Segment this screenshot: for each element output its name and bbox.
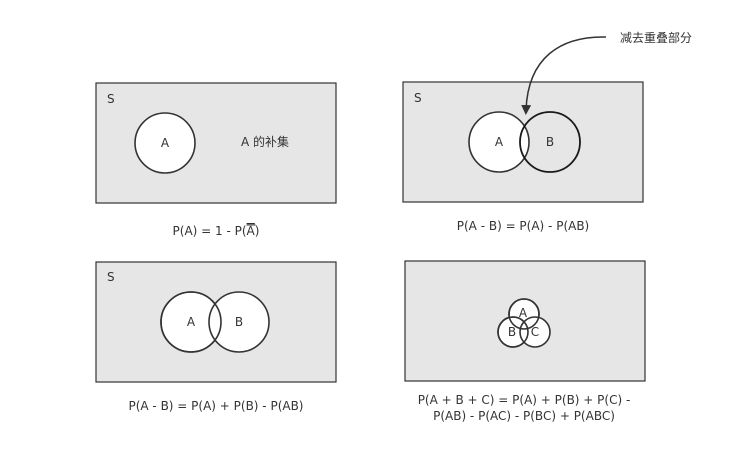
panel-complement: S A A 的补集 P(A) = 1 - P(A) [95,82,337,238]
annotation-arrow [521,36,607,115]
circle-a-label: A [161,136,170,150]
formula-prefix: P(A) = 1 - P( [173,224,247,238]
circle-a [134,112,196,174]
circle-b-outline [497,316,529,348]
panel-union-two: S A B P(A - B) = P(A) + P(B) - P(AB) [95,261,337,413]
circle-c-label: C [531,325,539,339]
circle-b [519,111,581,173]
difference-formula: P(A - B) = P(A) - P(AB) [457,219,590,233]
circle-b [208,291,270,353]
union-three-formula-line1: P(A + B + C) = P(A) + P(B) + P(C) - [418,393,631,407]
circle-a-label: A [495,135,504,149]
circle-b-label: B [508,325,516,339]
union-three-formula-line2: P(AB) - P(AC) - P(BC) + P(ABC) [433,409,615,423]
formula-suffix: ) [255,224,260,238]
sample-space-box [95,82,337,204]
circle-b-label: B [546,135,554,149]
circle-a [468,111,530,173]
panel-union-three: A B C P(A + B + C) = P(A) + P(B) + P(C) … [404,260,646,423]
panel-difference: S A B P(A - B) = P(A) - P(AB) 减去重叠部分 [402,30,692,233]
circle-b-label: B [235,315,243,329]
set-label-s: S [414,91,422,105]
circle-a-label: A [519,306,528,320]
complement-label: A 的补集 [241,134,289,149]
circle-a-outline [508,298,540,330]
union-two-formula: P(A - B) = P(A) + P(B) - P(AB) [128,399,303,413]
formula-a-bar: A [247,224,256,238]
circle-a-outline [160,291,222,353]
set-label-s: S [107,270,115,284]
circle-a-label: A [187,315,196,329]
circle-c [519,316,551,348]
complement-formula: P(A) = 1 - P(A) [173,224,260,238]
annotation-text: 减去重叠部分 [620,30,692,45]
set-label-s: S [107,92,115,106]
